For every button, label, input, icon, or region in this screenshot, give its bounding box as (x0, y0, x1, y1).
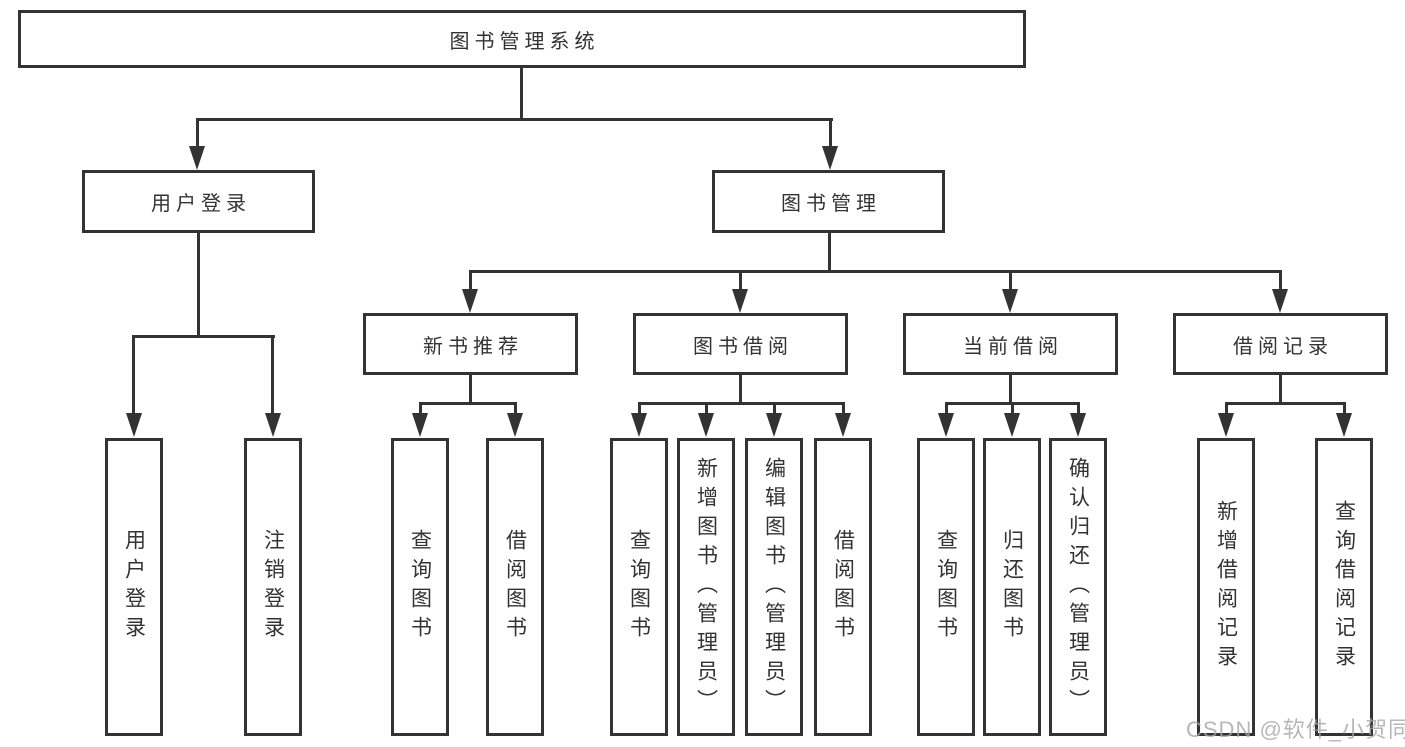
leaf-borrow-books-recommend: 借阅图书 (486, 438, 544, 736)
connector-line (1343, 402, 1346, 416)
node-label: 图书管理 (781, 193, 881, 215)
connector-line (638, 402, 641, 416)
arrow-down-icon (732, 289, 748, 313)
node-label: 查询图书 (934, 529, 958, 645)
node-label: 归还图书 (1000, 529, 1024, 645)
arrow-down-icon (126, 413, 142, 437)
arrow-down-icon (822, 146, 838, 170)
leaf-query-books-borrowing: 查询图书 (610, 438, 668, 736)
node-label: 新书推荐 (423, 335, 523, 358)
leaf-return-books: 归还图书 (983, 438, 1041, 736)
connector-line (1077, 402, 1080, 416)
connector-line (196, 118, 833, 121)
node-borrowing-records: 借阅记录 (1173, 313, 1388, 375)
arrow-down-icon (698, 413, 714, 437)
connector-line (132, 335, 275, 338)
connector-line (773, 402, 776, 416)
node-label: 查询图书 (408, 529, 432, 645)
node-library-system: 图书管理系统 (18, 10, 1026, 68)
arrow-down-icon (938, 413, 954, 437)
connector-line (419, 402, 422, 416)
node-label: 确认归还（管理员） (1066, 456, 1090, 718)
node-current-borrowing: 当前借阅 (903, 313, 1118, 375)
arrow-down-icon (631, 413, 647, 437)
arrow-down-icon (1004, 413, 1020, 437)
connector-line (197, 233, 200, 337)
leaf-logout-login: 注销登录 (244, 438, 302, 736)
connector-line (1279, 270, 1282, 292)
connector-line (829, 118, 832, 148)
connector-line (514, 402, 517, 416)
watermark-text: CSDN @软件_小贺同学 (1186, 717, 1405, 742)
arrow-down-icon (1070, 413, 1086, 437)
connector-line (705, 402, 708, 416)
connector-line (842, 402, 845, 416)
connector-line (271, 335, 274, 414)
leaf-edit-books-admin: 编辑图书（管理员） (745, 438, 803, 736)
connector-line (1009, 270, 1012, 292)
connector-line (469, 375, 472, 404)
connector-line (1279, 375, 1282, 404)
connector-line (1225, 402, 1228, 416)
node-label: 编辑图书（管理员） (762, 456, 786, 718)
arrow-down-icon (835, 413, 851, 437)
node-label: 当前借阅 (963, 335, 1063, 358)
arrow-down-icon (1218, 413, 1234, 437)
node-label: 查询借阅记录 (1332, 500, 1356, 674)
node-label: 查询图书 (627, 529, 651, 645)
leaf-borrow-books-borrowing: 借阅图书 (814, 438, 872, 736)
leaf-user-login: 用户登录 (105, 438, 163, 736)
arrow-down-icon (1272, 289, 1288, 313)
arrow-down-icon (189, 146, 205, 170)
node-label: 注销登录 (261, 529, 285, 645)
node-label: 借阅记录 (1233, 335, 1333, 358)
leaf-add-books-admin: 新增图书（管理员） (677, 438, 735, 736)
node-label: 图书管理系统 (449, 30, 600, 53)
connector-line (132, 335, 135, 414)
connector-line (739, 375, 742, 404)
connector-line (419, 402, 517, 405)
connector-line (469, 270, 1282, 273)
connector-line (469, 270, 472, 292)
arrow-down-icon (766, 413, 782, 437)
leaf-query-books-recommend: 查询图书 (391, 438, 449, 736)
connector-line (520, 68, 523, 119)
node-label: 借阅图书 (503, 529, 527, 645)
node-user-login: 用户登录 (82, 170, 315, 233)
connector-line (739, 270, 742, 292)
arrow-down-icon (1336, 413, 1352, 437)
arrow-down-icon (412, 413, 428, 437)
node-label: 用户登录 (122, 529, 146, 645)
node-new-book-recommendation: 新书推荐 (363, 313, 578, 375)
node-label: 用户登录 (151, 193, 251, 215)
connector-line (196, 118, 199, 148)
arrow-down-icon (507, 413, 523, 437)
node-label: 新增图书（管理员） (694, 456, 718, 718)
connector-line (828, 233, 831, 272)
connector-line (638, 402, 845, 405)
connector-line (1011, 402, 1014, 416)
leaf-query-borrow-record: 查询借阅记录 (1315, 438, 1373, 736)
leaf-confirm-return-admin: 确认归还（管理员） (1049, 438, 1107, 736)
arrow-down-icon (462, 289, 478, 313)
node-book-management: 图书管理 (712, 170, 945, 233)
leaf-add-borrow-record: 新增借阅记录 (1197, 438, 1255, 736)
arrow-down-icon (265, 413, 281, 437)
arrow-down-icon (1002, 289, 1018, 313)
node-book-borrowing: 图书借阅 (633, 313, 848, 375)
node-label: 借阅图书 (831, 529, 855, 645)
node-label: 新增借阅记录 (1214, 500, 1238, 674)
connector-line (1225, 402, 1346, 405)
connector-line (1009, 375, 1012, 404)
leaf-query-books-current: 查询图书 (917, 438, 975, 736)
connector-line (945, 402, 948, 416)
node-label: 图书借阅 (693, 335, 793, 358)
